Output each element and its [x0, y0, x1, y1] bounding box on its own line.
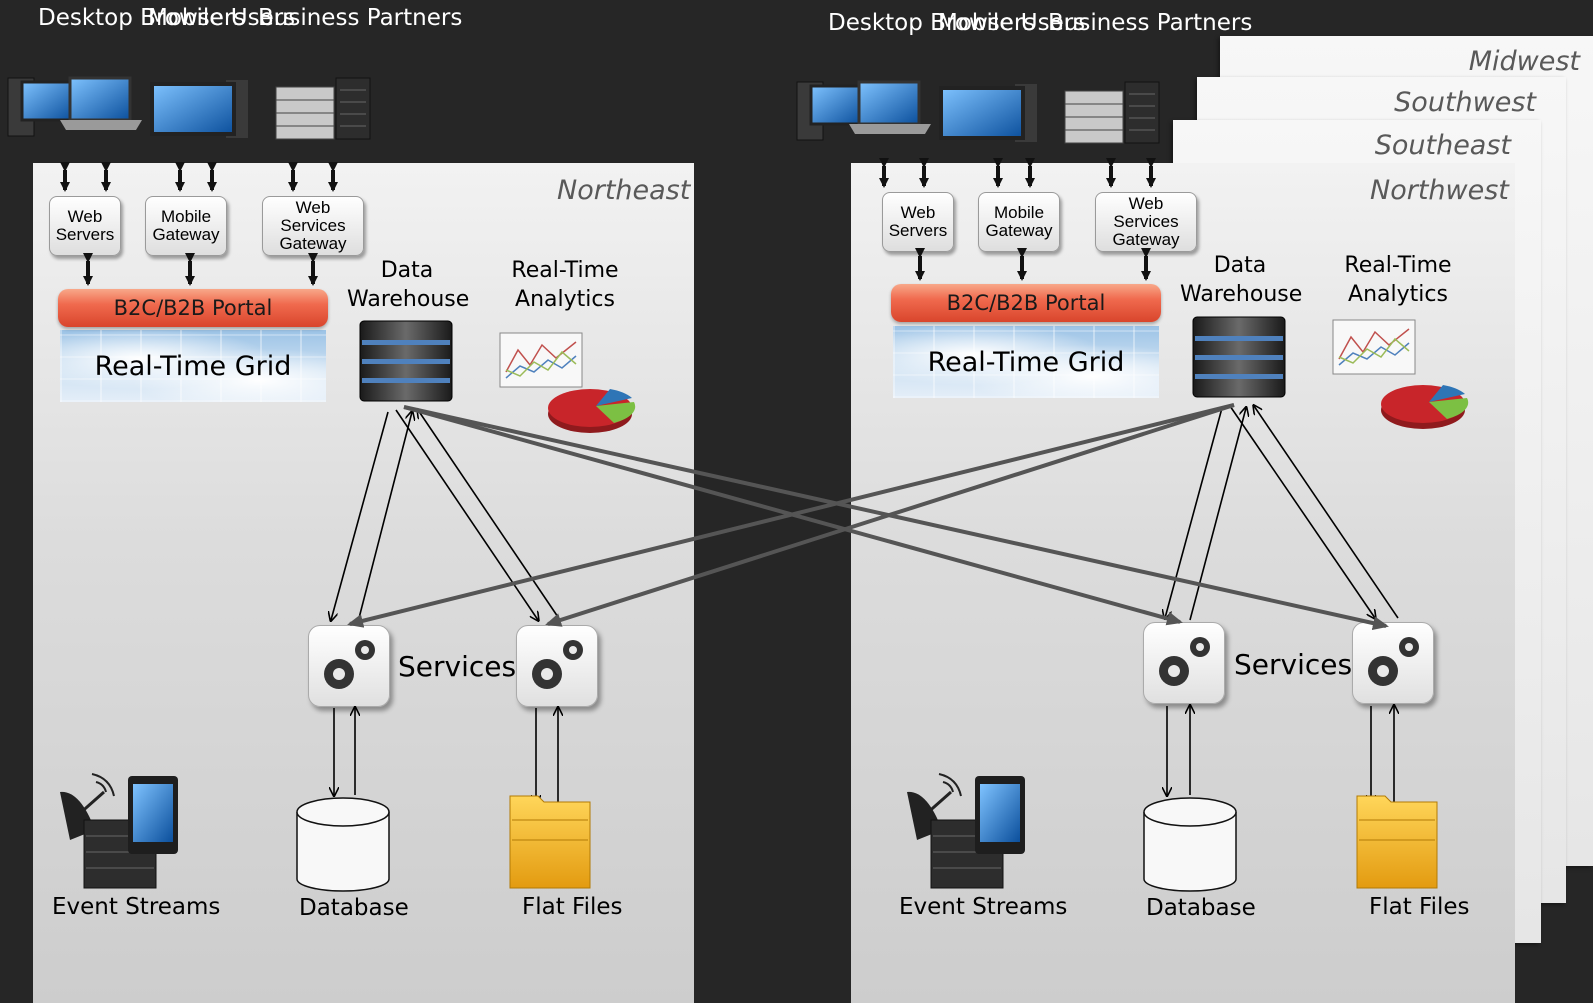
services-box — [308, 625, 390, 707]
data-warehouse-label: Data Warehouse — [347, 258, 470, 312]
flat-files-label: Flat Files — [522, 894, 623, 920]
client-label-mobile-users: Mobile Users — [938, 10, 1086, 36]
client-label-mobile-users: Mobile Users — [148, 5, 296, 31]
real-time-grid: Real-Time Grid — [893, 326, 1159, 398]
real-time-analytics-label: Real-Time Analytics — [1344, 253, 1452, 307]
web-services-gateway-box: Web Services Gateway — [262, 196, 364, 256]
services-label: Services — [398, 650, 517, 683]
services-box — [516, 625, 598, 707]
region-label-midwest: Midwest — [1468, 46, 1580, 77]
client-label-desktop-browsers: Desktop Browsers — [38, 5, 246, 31]
services-label: Services — [1234, 648, 1353, 681]
b2c-b2b-portal: B2C/B2B Portal — [891, 284, 1161, 322]
gears-icon — [324, 640, 375, 689]
gears-icon — [532, 640, 583, 689]
client-label-business-partners: Business Partners — [258, 5, 463, 31]
client-label-business-partners: Business Partners — [1048, 10, 1253, 36]
mobile-gateway-box: Mobile Gateway — [978, 192, 1060, 252]
desktop-laptop-icon — [7, 76, 142, 137]
database-label: Database — [299, 895, 409, 921]
web-servers-box: Web Servers — [882, 192, 954, 252]
services-box — [1352, 622, 1434, 704]
event-streams-label: Event Streams — [899, 894, 1068, 920]
real-time-grid-label: Real-Time Grid — [94, 350, 292, 382]
services-box — [1143, 622, 1225, 704]
data-warehouse-label: Data Warehouse — [1180, 253, 1303, 307]
web-servers-box: Web Servers — [49, 196, 121, 256]
desktop-laptop-icon — [796, 80, 931, 141]
real-time-grid: Real-Time Grid — [60, 330, 326, 402]
real-time-grid-label: Real-Time Grid — [927, 346, 1125, 378]
region-label-northwest: Northwest — [1370, 175, 1509, 206]
region-label-southwest: Southwest — [1394, 87, 1536, 118]
b2c-b2b-portal: B2C/B2B Portal — [58, 289, 328, 327]
monitor-tower-icon — [150, 80, 248, 138]
event-streams-label: Event Streams — [52, 894, 221, 920]
gears-icon — [1368, 637, 1419, 686]
server-rack-icon — [275, 77, 371, 140]
database-label: Database — [1146, 895, 1256, 921]
region-label-southeast: Southeast — [1374, 130, 1511, 161]
server-rack-icon — [1064, 81, 1160, 144]
mobile-gateway-box: Mobile Gateway — [145, 196, 227, 256]
gears-icon — [1159, 637, 1210, 686]
flat-files-label: Flat Files — [1369, 894, 1470, 920]
monitor-tower-icon — [939, 84, 1037, 142]
client-label-desktop-browsers: Desktop Browsers — [828, 10, 1036, 36]
real-time-analytics-label: Real-Time Analytics — [511, 258, 619, 312]
web-services-gateway-box: Web Services Gateway — [1095, 192, 1197, 252]
region-label-northeast: Northeast — [557, 175, 691, 206]
